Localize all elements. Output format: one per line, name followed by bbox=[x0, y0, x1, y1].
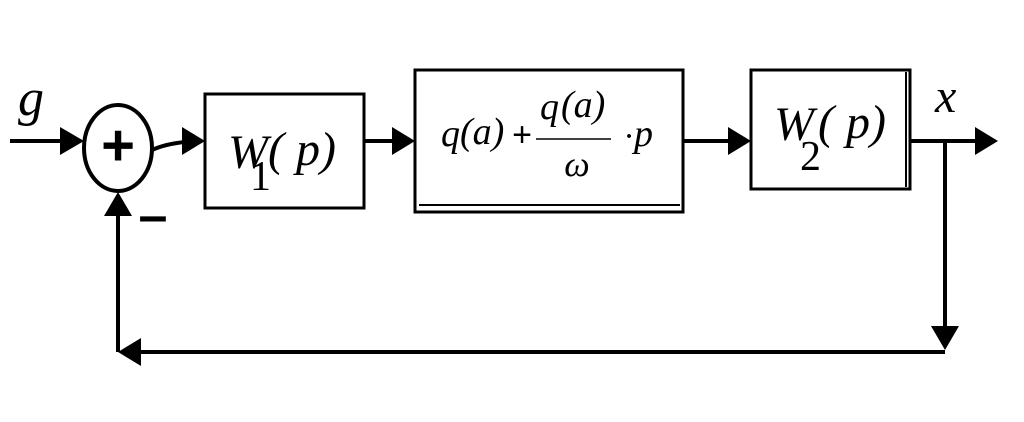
term1-q: q bbox=[441, 113, 460, 155]
block1-input-arrowhead bbox=[182, 127, 205, 155]
block2-input-arrowhead bbox=[392, 127, 415, 155]
output-label: x bbox=[934, 70, 956, 123]
plus-sign: + bbox=[101, 113, 135, 178]
laplace-p: p bbox=[631, 113, 653, 155]
junction-to-block1-line bbox=[151, 140, 186, 152]
block3-transfer-function bbox=[749, 68, 912, 191]
output-arrowhead bbox=[975, 127, 998, 155]
feedback-up-arrowhead bbox=[104, 192, 132, 216]
term1-arg: (a) bbox=[460, 111, 504, 153]
fraction-denominator-omega: ω bbox=[564, 144, 589, 184]
block2-linearized-nonlinearity bbox=[413, 68, 685, 214]
block3-input-arrowhead bbox=[728, 127, 751, 155]
feedback-left-arrowhead bbox=[118, 338, 141, 366]
fraction-numerator-q: q bbox=[540, 86, 559, 128]
minus-sign: – bbox=[139, 187, 168, 245]
feedback-down-arrowhead bbox=[931, 326, 959, 350]
block3-label: W 2 ( p) bbox=[774, 96, 886, 180]
input-label: g bbox=[18, 70, 44, 127]
block1-transfer-function bbox=[203, 92, 366, 210]
input-arrowhead bbox=[60, 127, 84, 155]
fraction-numerator-arg: (a) bbox=[561, 84, 605, 126]
dot-operator: · bbox=[623, 118, 634, 155]
block1-label: W 1 ( p) bbox=[228, 123, 336, 200]
plus-operator: + bbox=[512, 116, 532, 154]
